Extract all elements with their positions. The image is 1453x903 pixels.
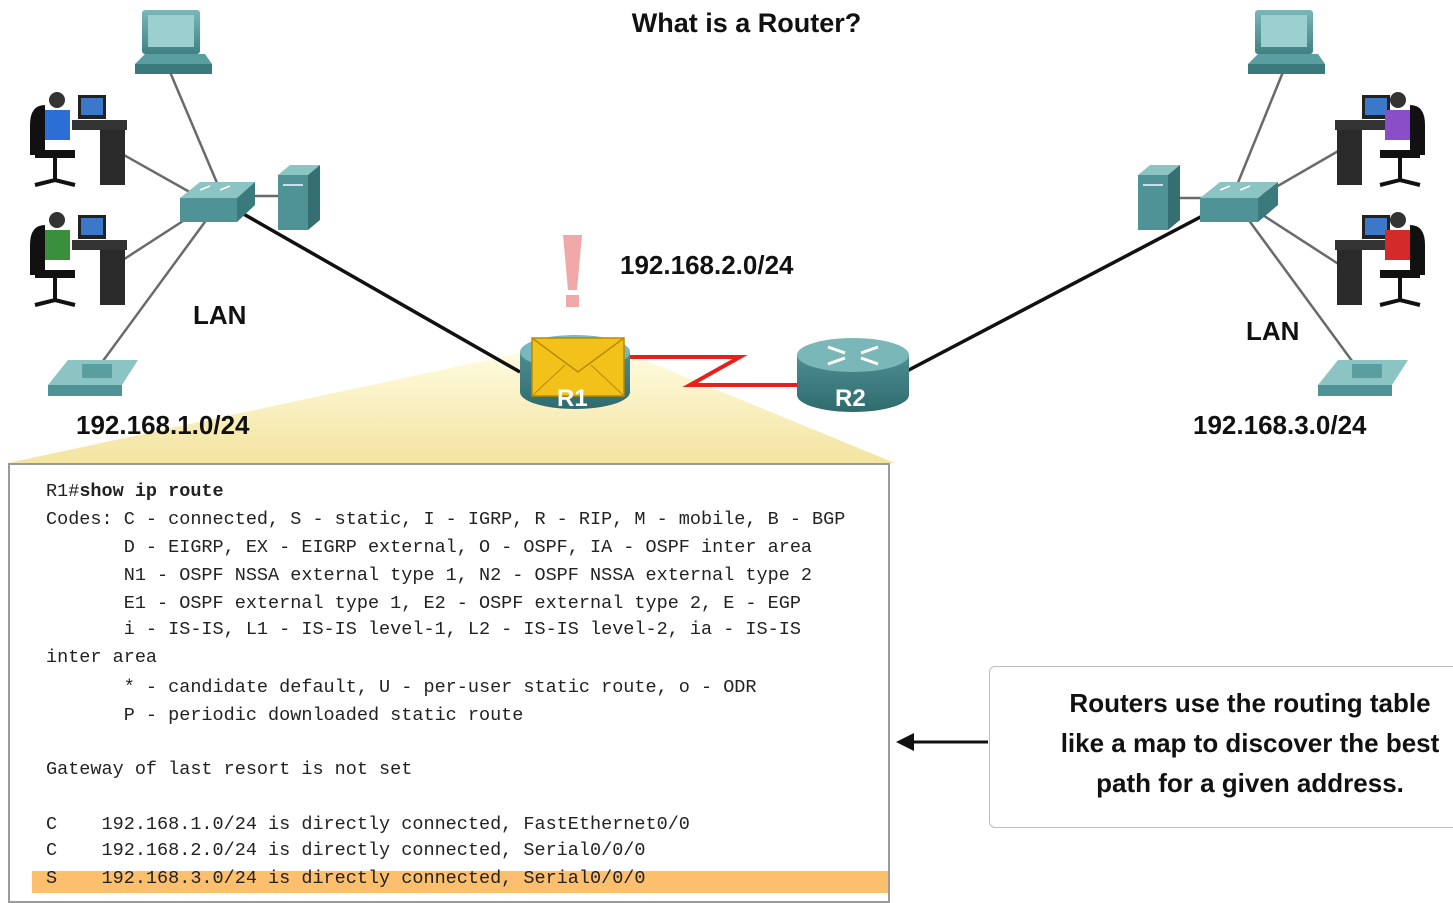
r1-ethernet-link bbox=[239, 210, 521, 374]
right-pc-icon bbox=[1248, 10, 1325, 74]
console-command: show ip route bbox=[79, 481, 224, 502]
console-line: E1 - OSPF external type 1, E2 - OSPF ext… bbox=[46, 593, 801, 614]
r2-label: R2 bbox=[835, 385, 866, 412]
callout-line: like a map to discover the best bbox=[1060, 728, 1440, 758]
envelope-icon bbox=[531, 337, 625, 397]
left-subnet-label: 192.168.1.0/24 bbox=[76, 410, 250, 440]
r1-label: R1 bbox=[557, 385, 588, 412]
route-entry: C 192.168.1.0/24 is directly connected, … bbox=[46, 814, 690, 835]
zoom-beam bbox=[8, 352, 895, 463]
left-user-workstation-blue-icon bbox=[30, 92, 127, 187]
right-server-icon bbox=[1138, 165, 1180, 230]
left-lan-label: LAN bbox=[193, 300, 247, 330]
callout-line: path for a given address. bbox=[1096, 768, 1404, 798]
right-user-workstation-purple-icon bbox=[1335, 92, 1425, 187]
console-prompt: R1# bbox=[46, 481, 80, 502]
r2-ethernet-link bbox=[904, 210, 1211, 374]
right-user-workstation-red-icon bbox=[1335, 212, 1425, 307]
right-switch-icon bbox=[1200, 182, 1278, 222]
left-server-icon bbox=[278, 165, 320, 230]
explanation-callout: Routers use the routing table like a map… bbox=[989, 666, 1453, 828]
console-line: P - periodic downloaded static route bbox=[46, 705, 524, 726]
left-pc-icon bbox=[135, 10, 212, 74]
left-ip-phone-icon bbox=[48, 360, 138, 396]
right-ip-phone-icon bbox=[1318, 360, 1408, 396]
wan-subnet-label: 192.168.2.0/24 bbox=[620, 250, 794, 280]
routing-table-console: R1#show ip route Codes: C - connected, S… bbox=[8, 463, 890, 903]
callout-line: Routers use the routing table bbox=[1069, 688, 1431, 718]
right-lan-label: LAN bbox=[1246, 316, 1300, 346]
console-line: N1 - OSPF NSSA external type 1, N2 - OSP… bbox=[46, 565, 813, 586]
callout-arrow bbox=[896, 733, 988, 751]
console-line: Gateway of last resort is not set bbox=[46, 759, 413, 780]
console-line: i - IS-IS, L1 - IS-IS level-1, L2 - IS-I… bbox=[46, 619, 801, 640]
console-line: D - EIGRP, EX - EIGRP external, O - OSPF… bbox=[46, 537, 813, 558]
console-line: Codes: C - connected, S - static, I - IG… bbox=[46, 509, 846, 530]
left-user-workstation-green-icon bbox=[30, 212, 127, 307]
console-command-line: R1#show ip route bbox=[46, 481, 224, 502]
route-entry: C 192.168.2.0/24 is directly connected, … bbox=[46, 840, 646, 861]
route-entry-highlighted: S 192.168.3.0/24 is directly connected, … bbox=[46, 868, 646, 889]
right-subnet-label: 192.168.3.0/24 bbox=[1193, 410, 1367, 440]
console-line: inter area bbox=[46, 647, 158, 668]
console-line: * - candidate default, U - per-user stat… bbox=[46, 677, 757, 698]
highlighted-route-row bbox=[32, 871, 888, 893]
alert-exclamation-icon bbox=[563, 235, 582, 307]
diagram-title: What is a Router? bbox=[631, 8, 862, 38]
serial-link bbox=[630, 355, 800, 387]
left-switch-icon bbox=[180, 182, 255, 222]
callout-text: Routers use the routing table like a map… bbox=[990, 683, 1453, 803]
r2-router-icon bbox=[797, 338, 909, 412]
